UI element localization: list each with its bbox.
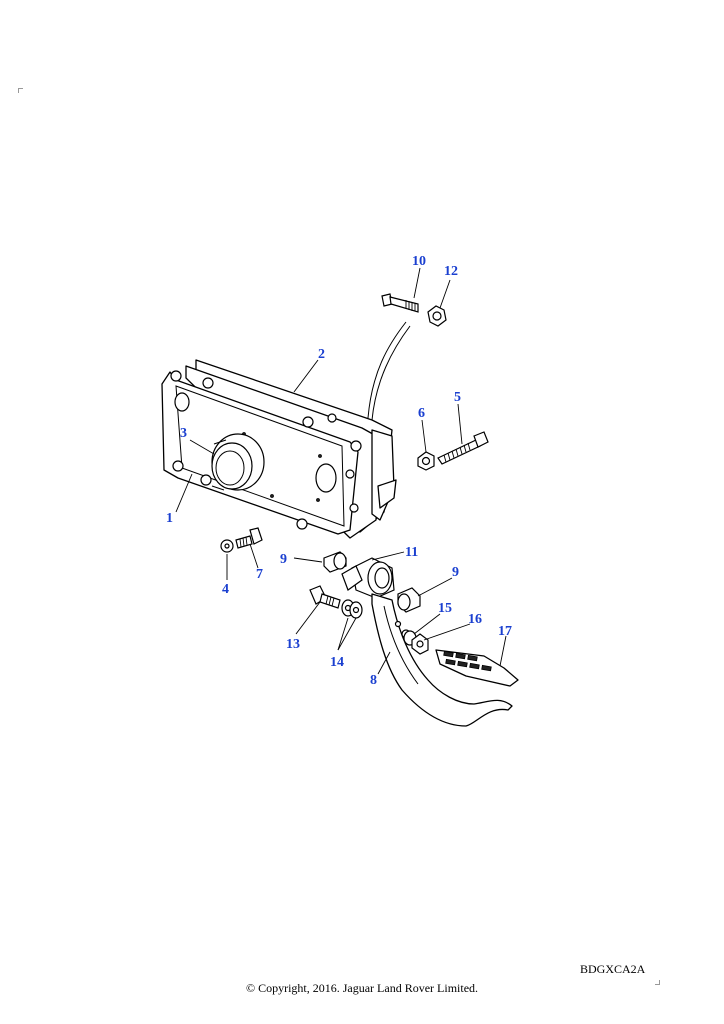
bolt-13: [309, 585, 341, 609]
bush-9-right: [397, 587, 421, 613]
callout-1: 1: [166, 511, 173, 526]
callout-10: 10: [412, 254, 426, 269]
callout-9-right: 9: [452, 565, 459, 580]
callout-9-left: 9: [280, 552, 287, 567]
nut-6: [417, 451, 435, 471]
washer-4: [220, 539, 234, 553]
bolt-10: [381, 293, 419, 313]
callout-3: 3: [180, 426, 187, 441]
bolt-5: [437, 431, 489, 465]
bolt-7: [235, 527, 263, 549]
pedal-box-housing: [161, 359, 397, 539]
callout-11: 11: [405, 545, 418, 560]
callout-16: 16: [468, 612, 482, 627]
callout-5: 5: [454, 390, 461, 405]
callout-17: 17: [498, 624, 512, 639]
callout-6: 6: [418, 406, 425, 421]
callout-4: 4: [222, 582, 229, 597]
callout-15: 15: [438, 601, 452, 616]
nut-16: [411, 633, 429, 655]
bush-9-left: [323, 551, 347, 573]
crop-mark-top-left: [18, 88, 23, 93]
callout-13: 13: [286, 637, 300, 652]
callout-14: 14: [330, 655, 344, 670]
diagram-code: BDGXCA2A: [580, 962, 646, 976]
callout-7: 7: [256, 567, 263, 582]
callout-labels: 1 2 3 4 5 6 7 8 9 9 10 11 12 13 14 15 16…: [166, 254, 512, 688]
washers-14: [341, 599, 363, 619]
leader-lines: [175, 267, 507, 675]
callout-8: 8: [370, 673, 377, 688]
pedal-assembly: [341, 557, 519, 727]
copyright-notice: © Copyright, 2016. Jaguar Land Rover Lim…: [245, 981, 479, 995]
callout-12: 12: [444, 264, 458, 279]
nut-12: [427, 305, 447, 327]
callout-2: 2: [318, 347, 325, 362]
